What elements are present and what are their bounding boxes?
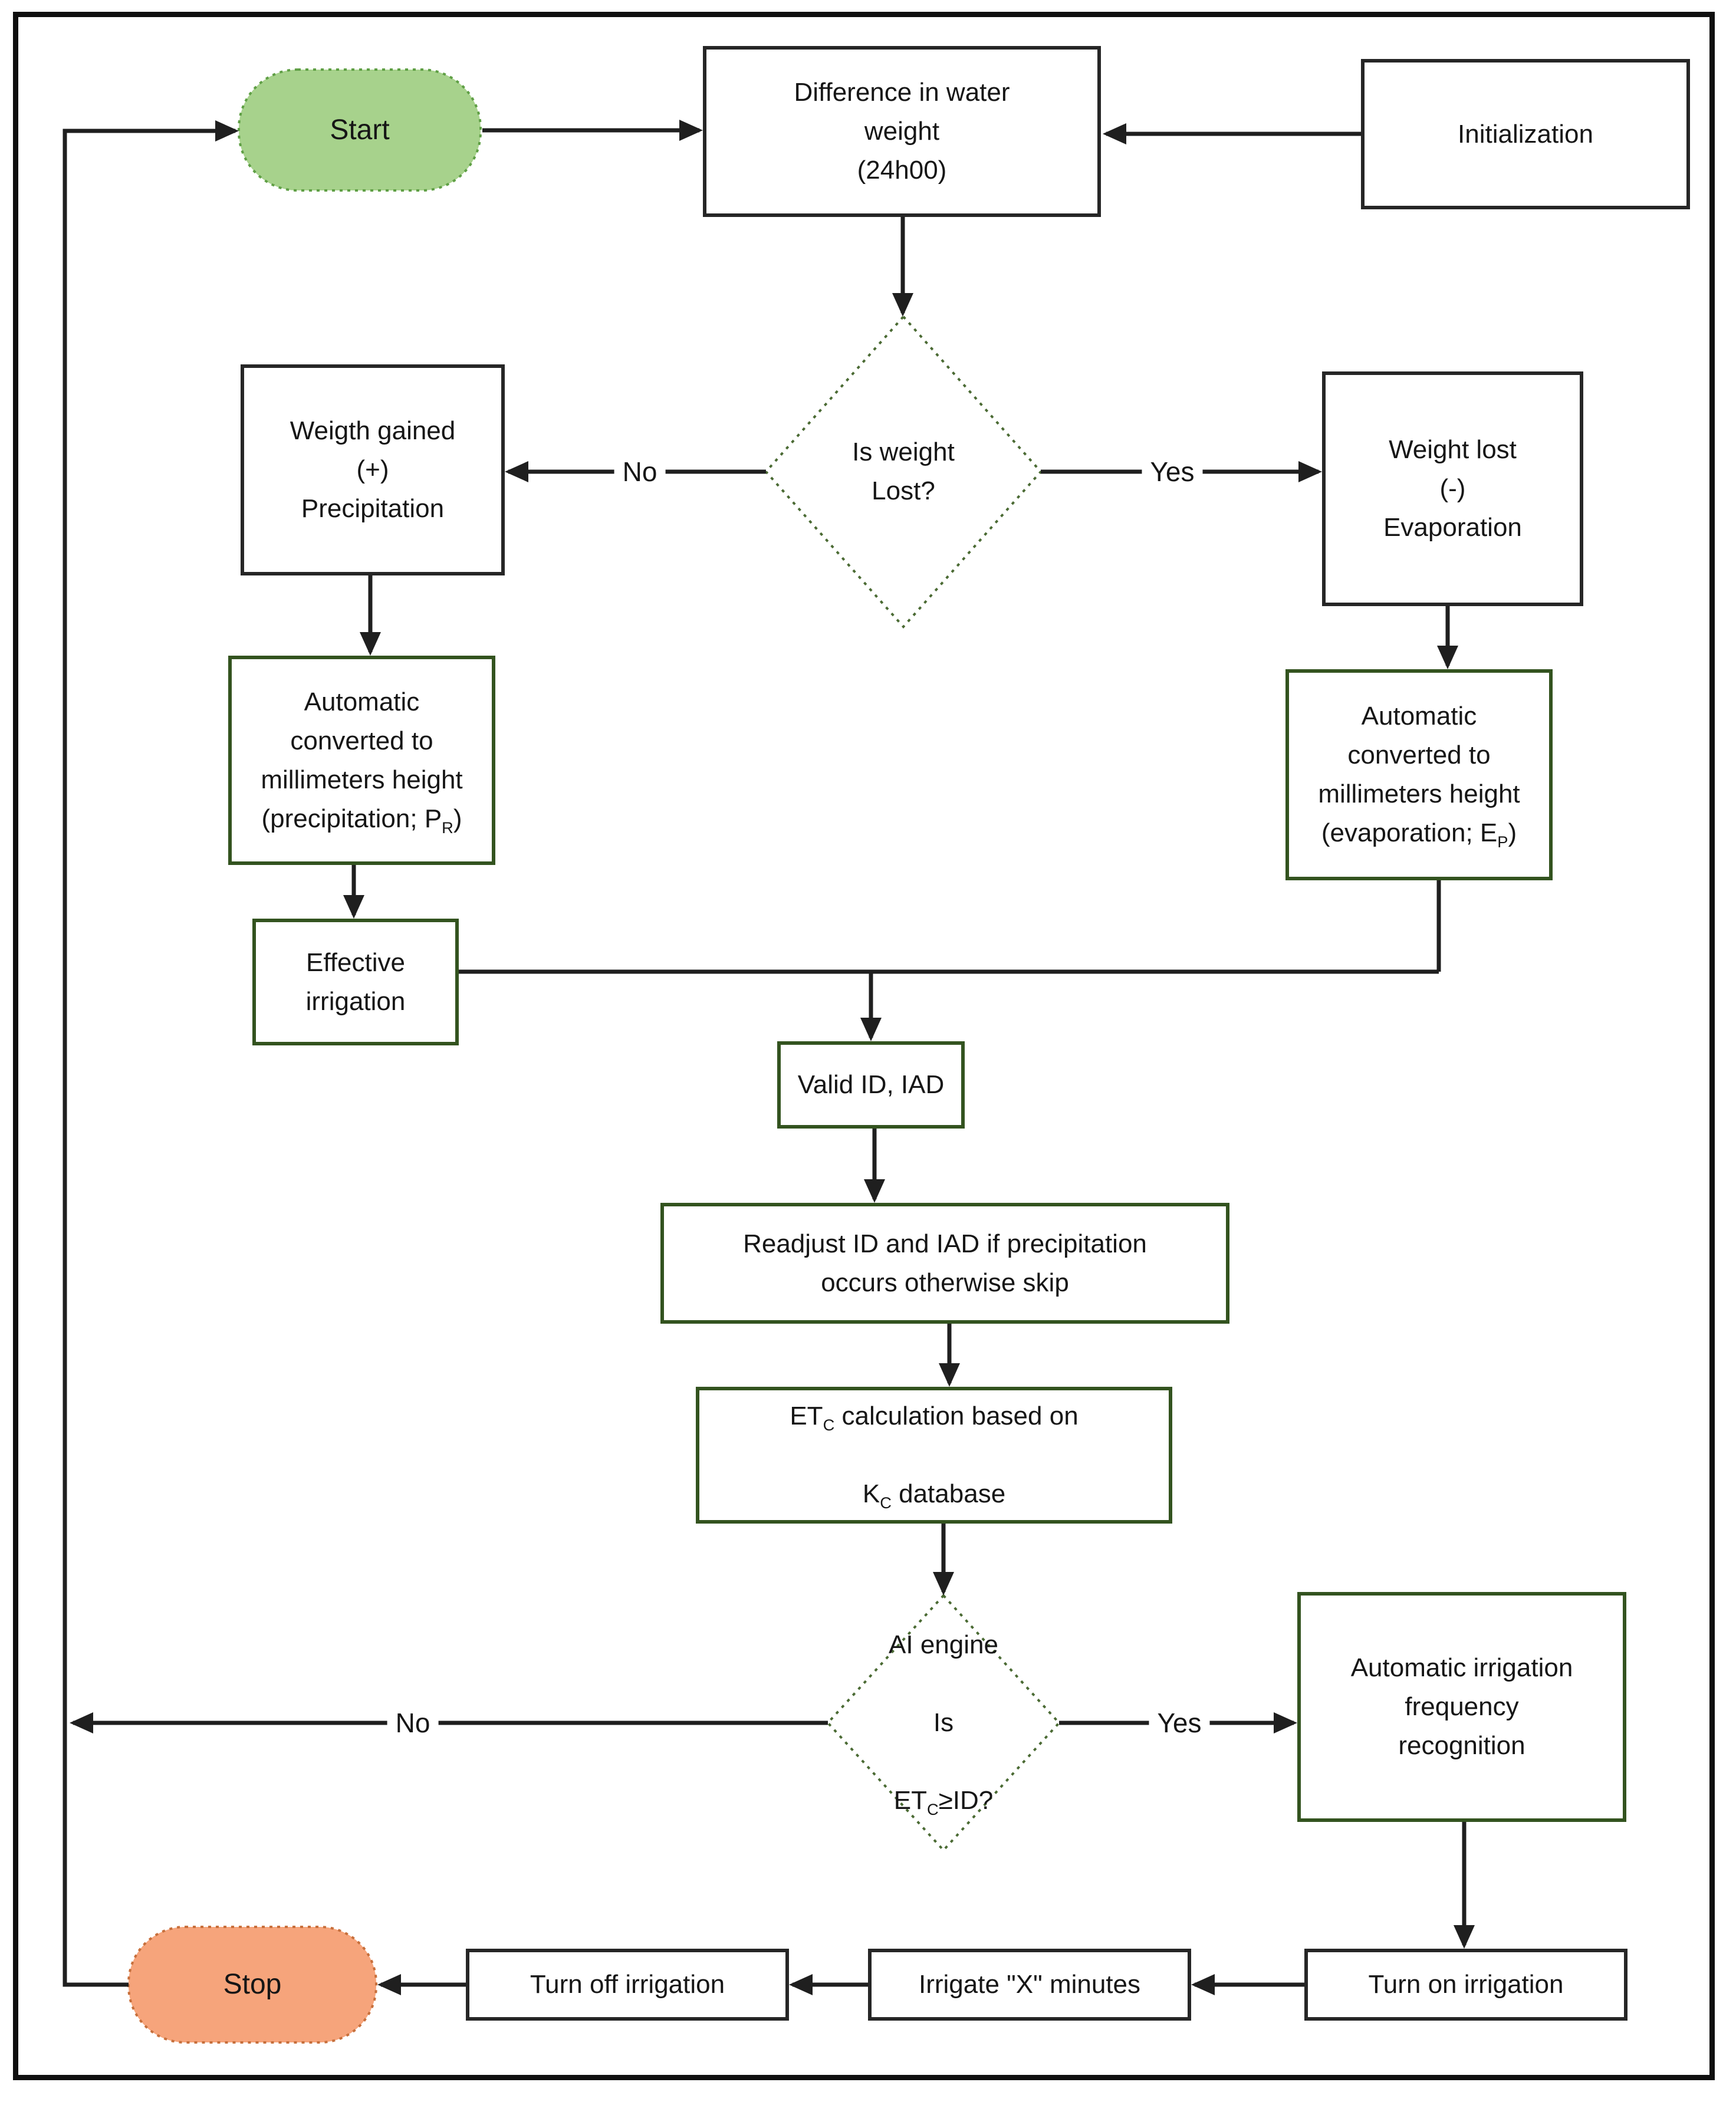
auto-convert-evaporation-label: Automatic converted to millimeters heigh… [1318, 702, 1520, 851]
edge-label-yes-weight: Yes [1142, 458, 1203, 485]
decision-weight-lost-shape [764, 314, 1043, 629]
edge-loop-to-start [63, 120, 239, 1987]
outer-border [13, 12, 1715, 2080]
weight-gained-box: Weigth gained (+) Precipitation [241, 364, 505, 575]
difference-water-weight-box: Difference in water weight (24h00) [703, 46, 1101, 217]
weight-lost-box: Weight lost (-) Evaporation [1322, 371, 1583, 606]
auto-convert-precipitation-label: Automatic converted to millimeters heigh… [261, 687, 463, 837]
initialization-box: Initialization [1361, 59, 1690, 209]
turn-on-irrigation-box: Turn on irrigation [1304, 1949, 1628, 2021]
decision-ai-engine-label: AI engine Is ETC≥ID? [826, 1627, 1061, 1818]
start-node: Start [330, 114, 390, 146]
irrigate-x-minutes-box: Irrigate "X" minutes [868, 1949, 1191, 2021]
ai-engine-text: AI engine Is ETC≥ID? [889, 1630, 998, 1818]
auto-irrigation-frequency-box: Automatic irrigation frequency recogniti… [1297, 1592, 1626, 1822]
auto-convert-precipitation-box: Automatic converted to millimeters heigh… [228, 656, 495, 865]
edge-label-no-weight: No [614, 458, 666, 485]
stop-node: Stop [223, 1969, 282, 2000]
edge-label-no-ai: No [387, 1709, 439, 1736]
valid-id-iad-box: Valid ID, IAD [777, 1041, 965, 1129]
etc-calculation-box: ETC calculation based on KC database [696, 1387, 1172, 1524]
start-shape [238, 68, 482, 192]
readjust-id-iad-box: Readjust ID and IAD if precipitation occ… [660, 1203, 1229, 1324]
edge-label-yes-ai: Yes [1149, 1709, 1210, 1736]
etc-calculation-label: ETC calculation based on KC database [790, 1402, 1079, 1512]
auto-convert-evaporation-box: Automatic converted to millimeters heigh… [1285, 669, 1553, 880]
turn-off-irrigation-box: Turn off irrigation [466, 1949, 789, 2021]
decision-weight-lost-label: Is weight Lost? [852, 437, 955, 505]
effective-irrigation-box: Effective irrigation [252, 919, 459, 1045]
decision-ai-engine-shape [826, 1594, 1061, 1852]
